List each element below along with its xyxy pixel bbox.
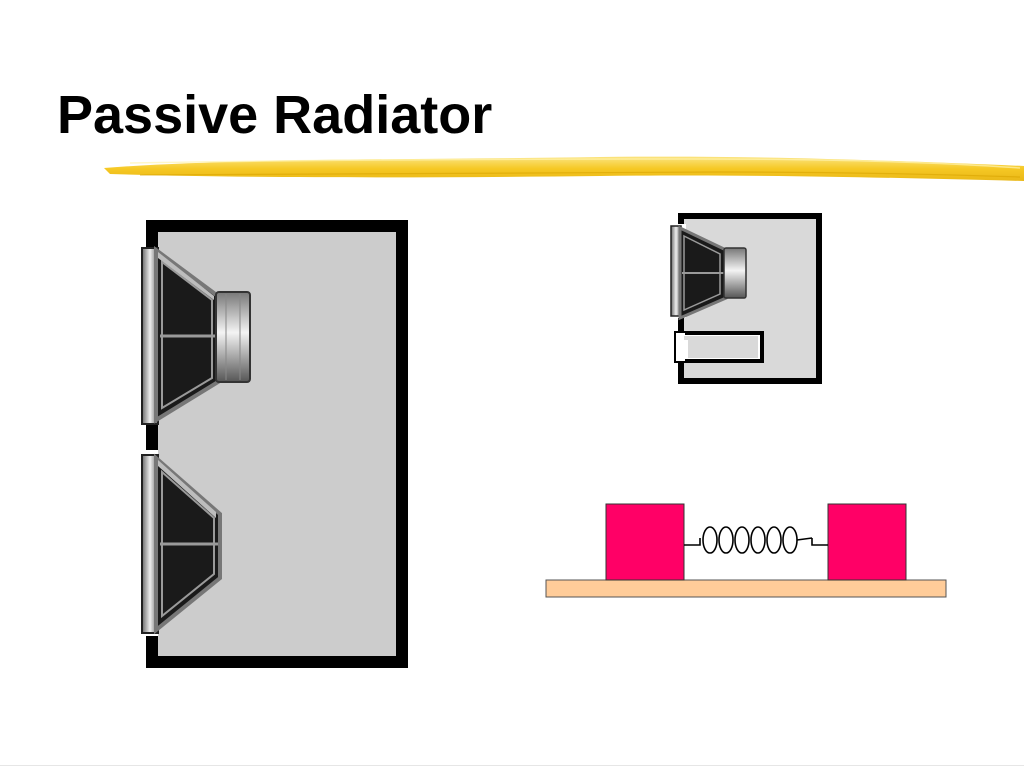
right-mass-block	[827, 503, 907, 581]
base-plate	[545, 579, 947, 598]
passive-radiator-cone-icon	[141, 453, 222, 635]
loudspeaker-driver-icon	[141, 246, 251, 425]
small-driver-icon	[670, 225, 747, 321]
mass-spring-analogy	[545, 503, 947, 598]
ported-enclosure	[670, 213, 822, 384]
coil-spring-icon	[684, 526, 828, 554]
slide-footer-divider	[0, 765, 1024, 766]
title-highlighter-stroke	[104, 156, 1024, 181]
slide-title: Passive Radiator	[57, 85, 493, 145]
left-mass-block	[605, 503, 685, 581]
passive-radiator-enclosure	[141, 220, 408, 668]
